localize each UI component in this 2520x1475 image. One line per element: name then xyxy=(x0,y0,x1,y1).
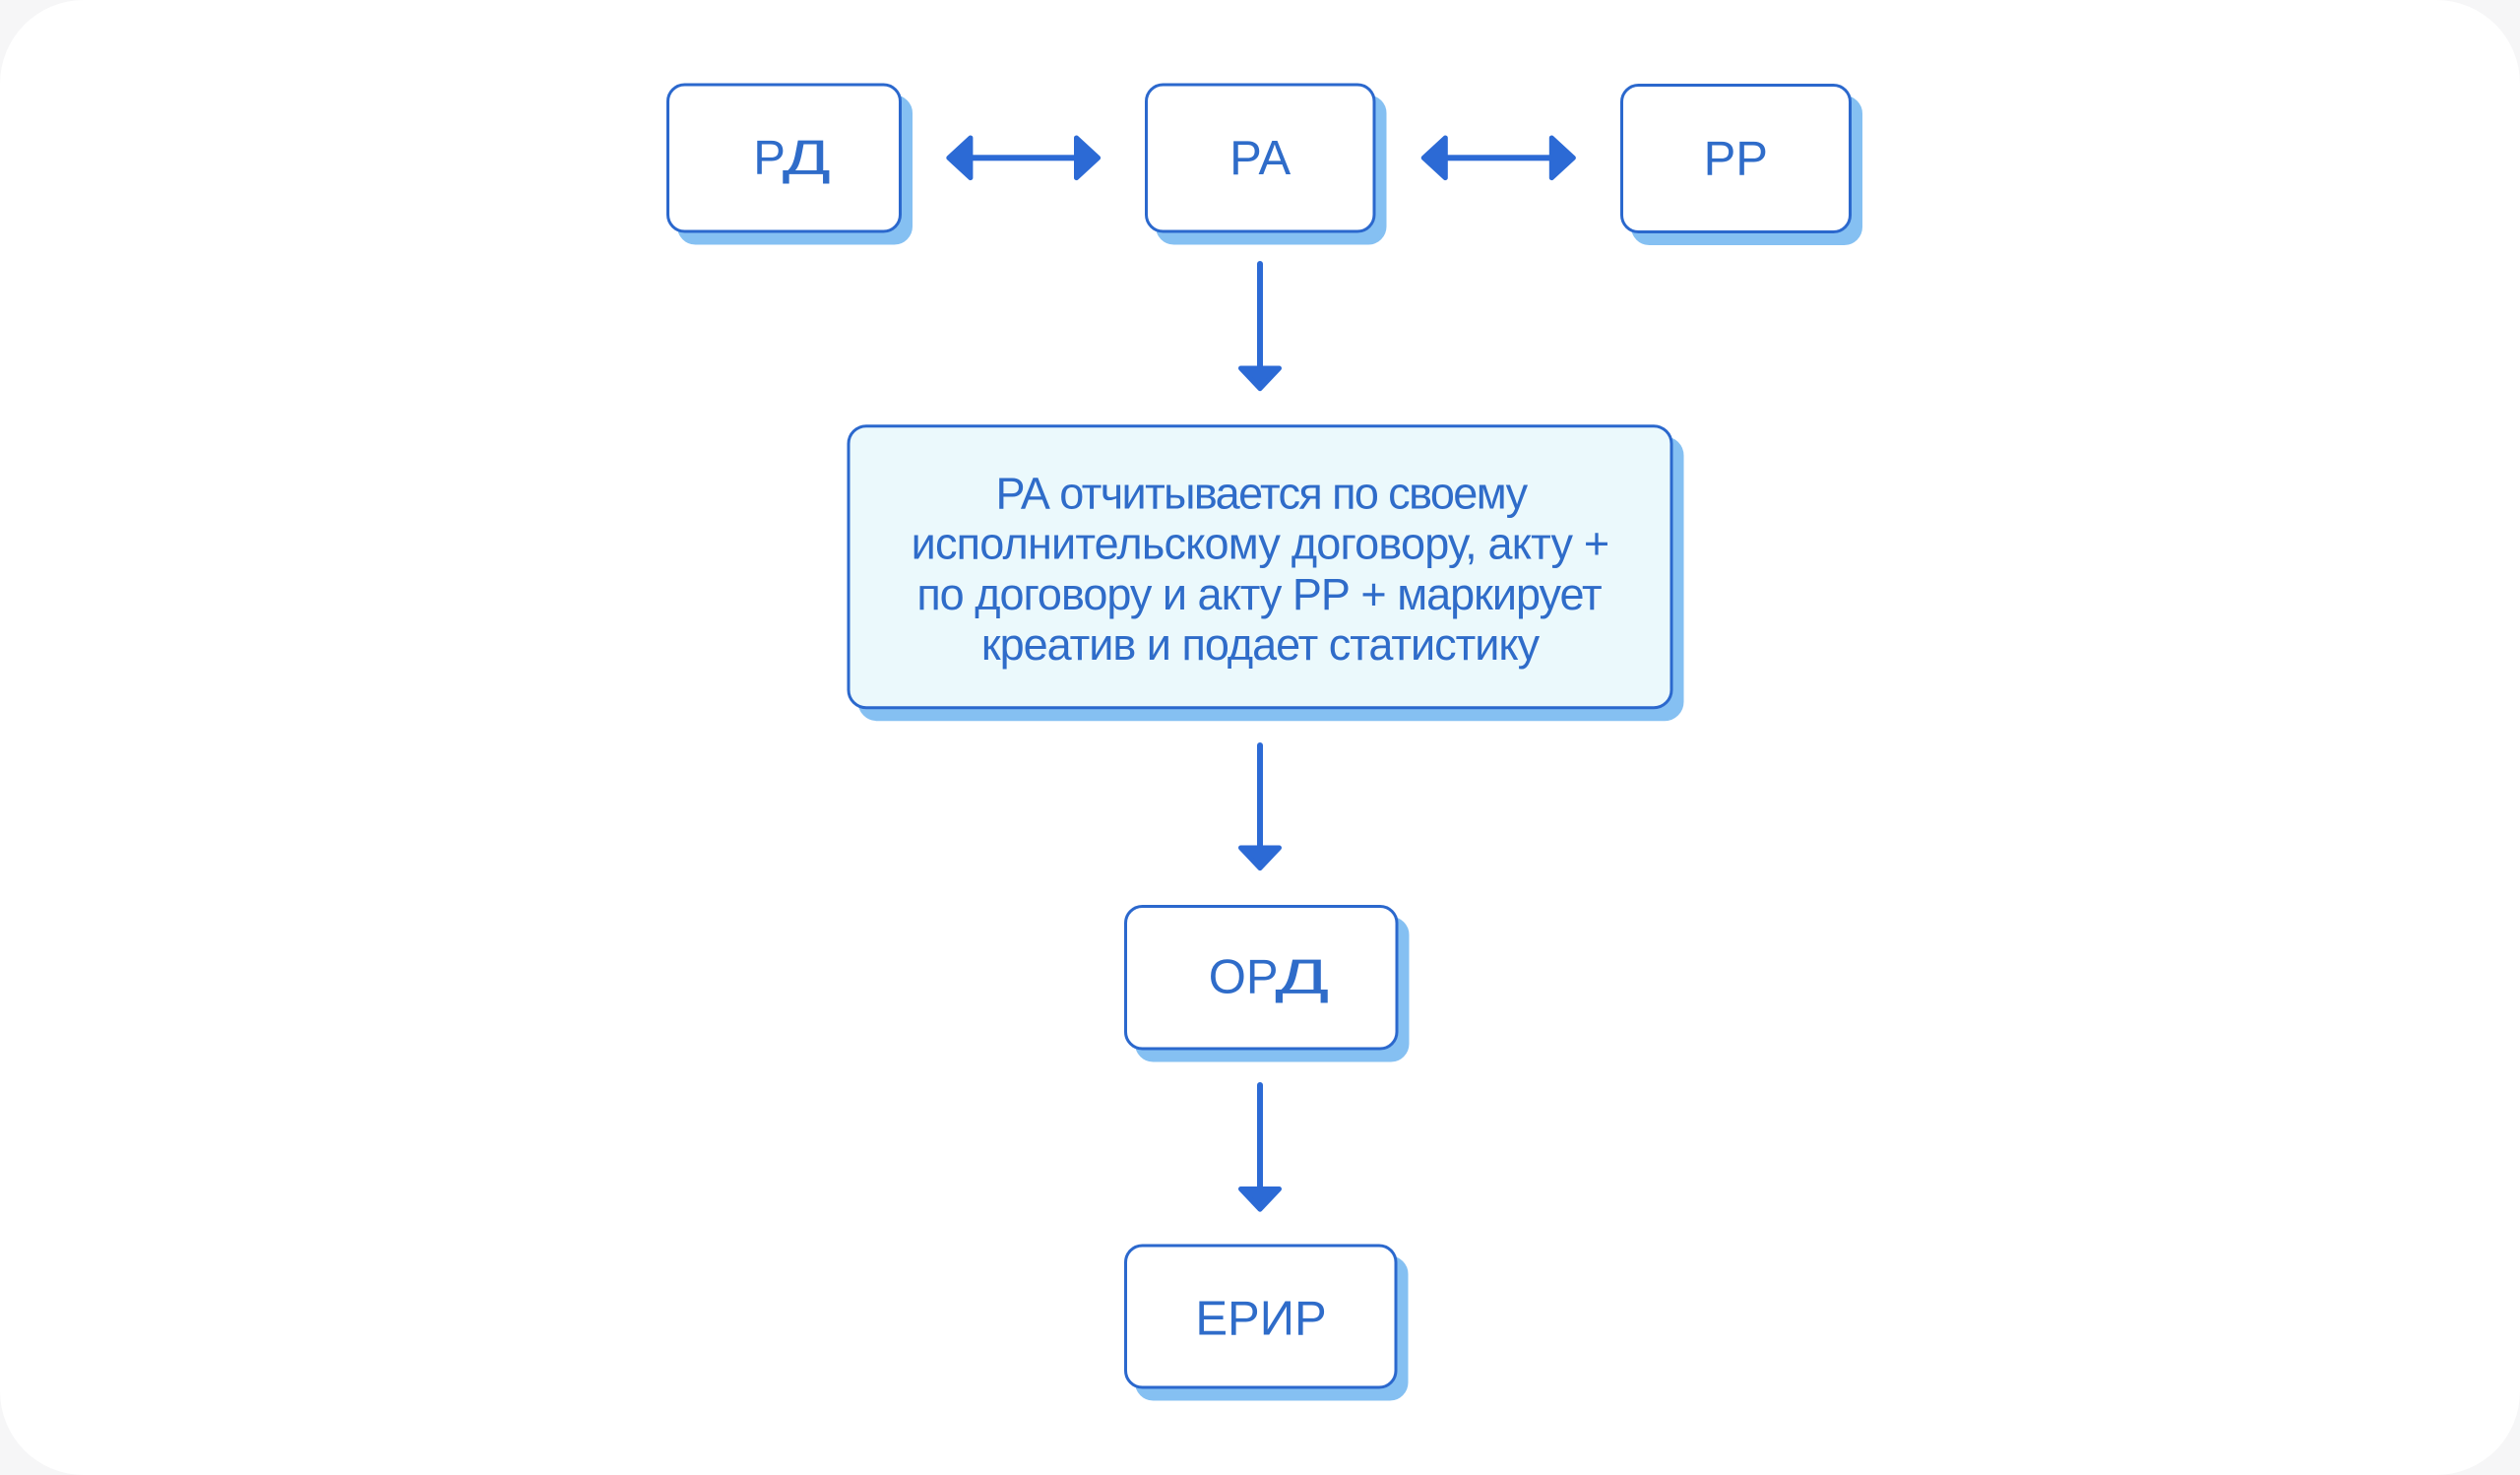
svg-text:РД: РД xyxy=(753,132,830,185)
svg-text:РА: РА xyxy=(1229,132,1291,185)
svg-text:ЕРИР: ЕРИР xyxy=(1195,1293,1326,1346)
svg-text:исполнительскому договору, акт: исполнительскому договору, акту + xyxy=(912,519,1609,569)
svg-text:креатив и подает статистику: креатив и подает статистику xyxy=(981,619,1541,670)
svg-text:РА отчитывается по своему: РА отчитывается по своему xyxy=(996,468,1529,518)
svg-text:ОРД: ОРД xyxy=(1209,951,1330,1004)
svg-text:по договору и акту РР + маркир: по договору и акту РР + маркирует xyxy=(916,569,1602,619)
svg-text:РР: РР xyxy=(1704,133,1768,186)
